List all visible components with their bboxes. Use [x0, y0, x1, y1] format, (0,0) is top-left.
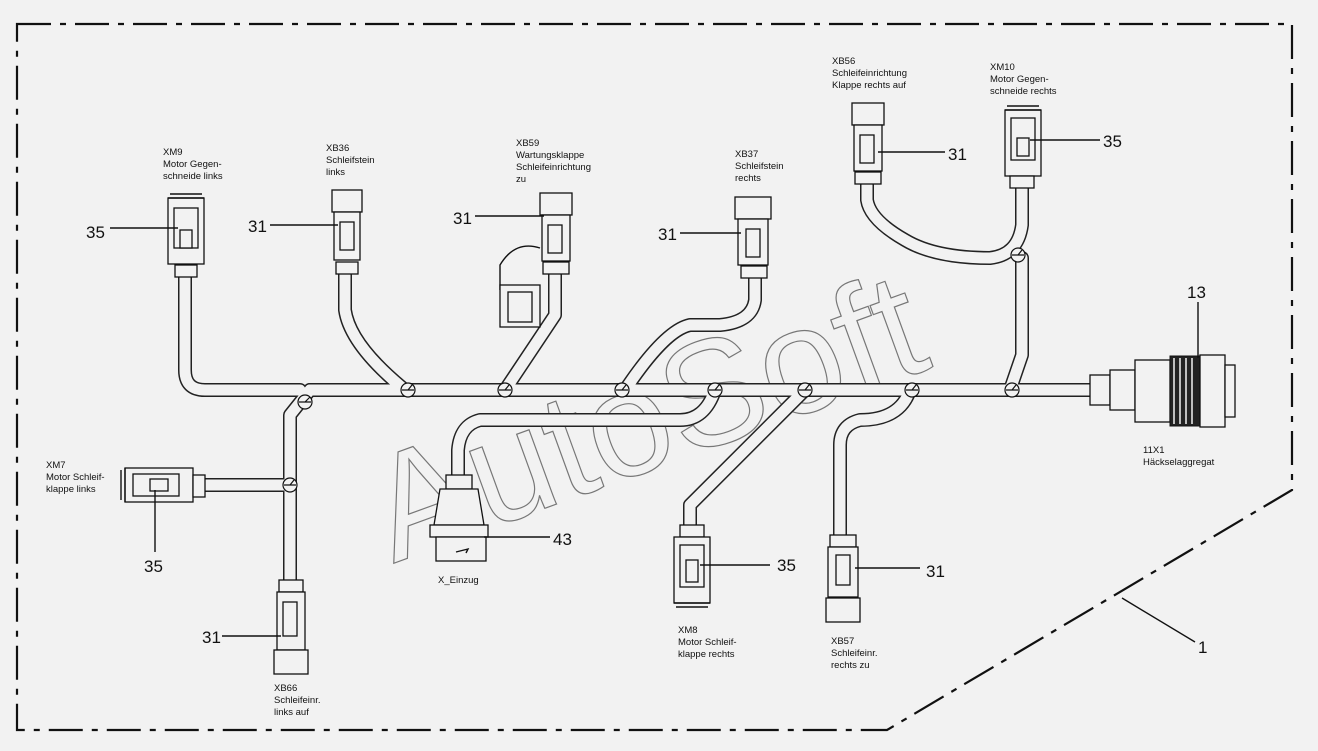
- label-xb66: XB66 Schleifeinr. links auf: [274, 683, 323, 718]
- connector-xb37[interactable]: [734, 196, 772, 279]
- label-xb57: XB57 Schleifeinr. rechts zu: [831, 636, 880, 671]
- connector-x-einzug[interactable]: [429, 474, 489, 562]
- callout-11x1: 13: [1187, 283, 1206, 302]
- connector-11x1[interactable]: [1089, 354, 1236, 428]
- callout-frame: 1: [1198, 638, 1207, 657]
- label-11x1: 11X1 Häckselaggregat: [1143, 445, 1215, 468]
- connector-xm8[interactable]: [673, 524, 711, 608]
- callout-xb66: 31: [202, 628, 221, 647]
- callout-xb59: 31: [453, 209, 472, 228]
- callout-xb56: 31: [948, 145, 967, 164]
- connector-xb57[interactable]: [825, 534, 861, 623]
- callout-xm7: 35: [144, 557, 163, 576]
- callout-xeinzug: 43: [553, 530, 572, 549]
- cable-clips: [282, 247, 1026, 493]
- leader-lines: [110, 139, 1199, 643]
- connector-xm9[interactable]: [167, 193, 205, 278]
- label-xm10: XM10 Motor Gegen- schneide rechts: [990, 62, 1057, 97]
- callout-xb57: 31: [926, 562, 945, 581]
- connector-xb36[interactable]: [331, 189, 363, 275]
- label-xm7: XM7 Motor Schleif- klappe links: [46, 460, 107, 495]
- label-xb59: XB59 Wartungsklappe Schleifeinrichtung z…: [516, 138, 594, 185]
- connector-xm10[interactable]: [1004, 105, 1042, 189]
- callout-xm8: 35: [777, 556, 796, 575]
- callout-numbers: 35 31 31 31 31 35 13 35 43 35 31 31 1: [86, 132, 1207, 657]
- connector-xb56[interactable]: [851, 102, 885, 185]
- connector-xb59[interactable]: [499, 192, 573, 328]
- label-xb37: XB37 Schleifstein rechts: [735, 149, 786, 184]
- label-x-einzug: X_Einzug: [438, 575, 479, 586]
- callout-xm10: 35: [1103, 132, 1122, 151]
- callout-xb36: 31: [248, 217, 267, 236]
- label-xm8: XM8 Motor Schleif- klappe rechts: [678, 625, 739, 660]
- label-xm9: XM9 Motor Gegen- schneide links: [163, 147, 224, 182]
- connector-xm7[interactable]: [120, 467, 206, 503]
- harness-pipes: [178, 178, 1097, 587]
- boundary-frame: [15, 22, 1294, 732]
- label-xb56: XB56 Schleifeinrichtung Klappe rechts au…: [832, 56, 910, 91]
- callout-xm9: 35: [86, 223, 105, 242]
- label-xb36: XB36 Schleifstein links: [326, 143, 377, 178]
- connector-labels: XM9 Motor Gegen- schneide links XB36 Sch…: [46, 56, 1215, 718]
- connector-xb66[interactable]: [273, 579, 309, 675]
- callout-xb37: 31: [658, 225, 677, 244]
